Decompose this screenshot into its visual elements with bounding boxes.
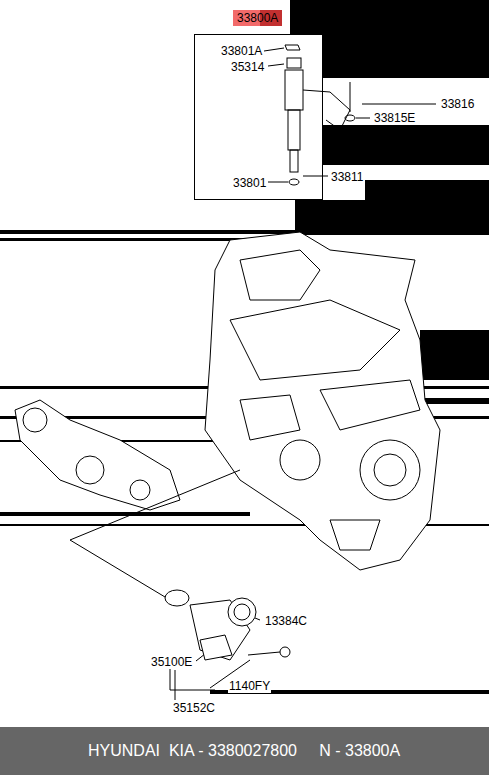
callout-number: 35314 [230,60,265,74]
callout-number: 33811 [330,170,364,184]
callout-number: 33815E [373,111,416,125]
callout-number: 13384C [264,614,308,628]
callout-number: 33801A [220,44,263,58]
injector-group-box: 33800A33801A3531433801 [194,34,323,200]
callout-number: 33801 [232,176,267,190]
footer-caption: HYUNDAI KIA - 3380027800 N - 33800A [87,741,401,761]
callout-number: 35152C [172,701,216,715]
callout-number: 1140FY [228,679,271,693]
callout-number: 35100E [150,655,193,669]
callout-number: 33816 [440,97,475,111]
assembly-number: 33800A [233,10,282,26]
